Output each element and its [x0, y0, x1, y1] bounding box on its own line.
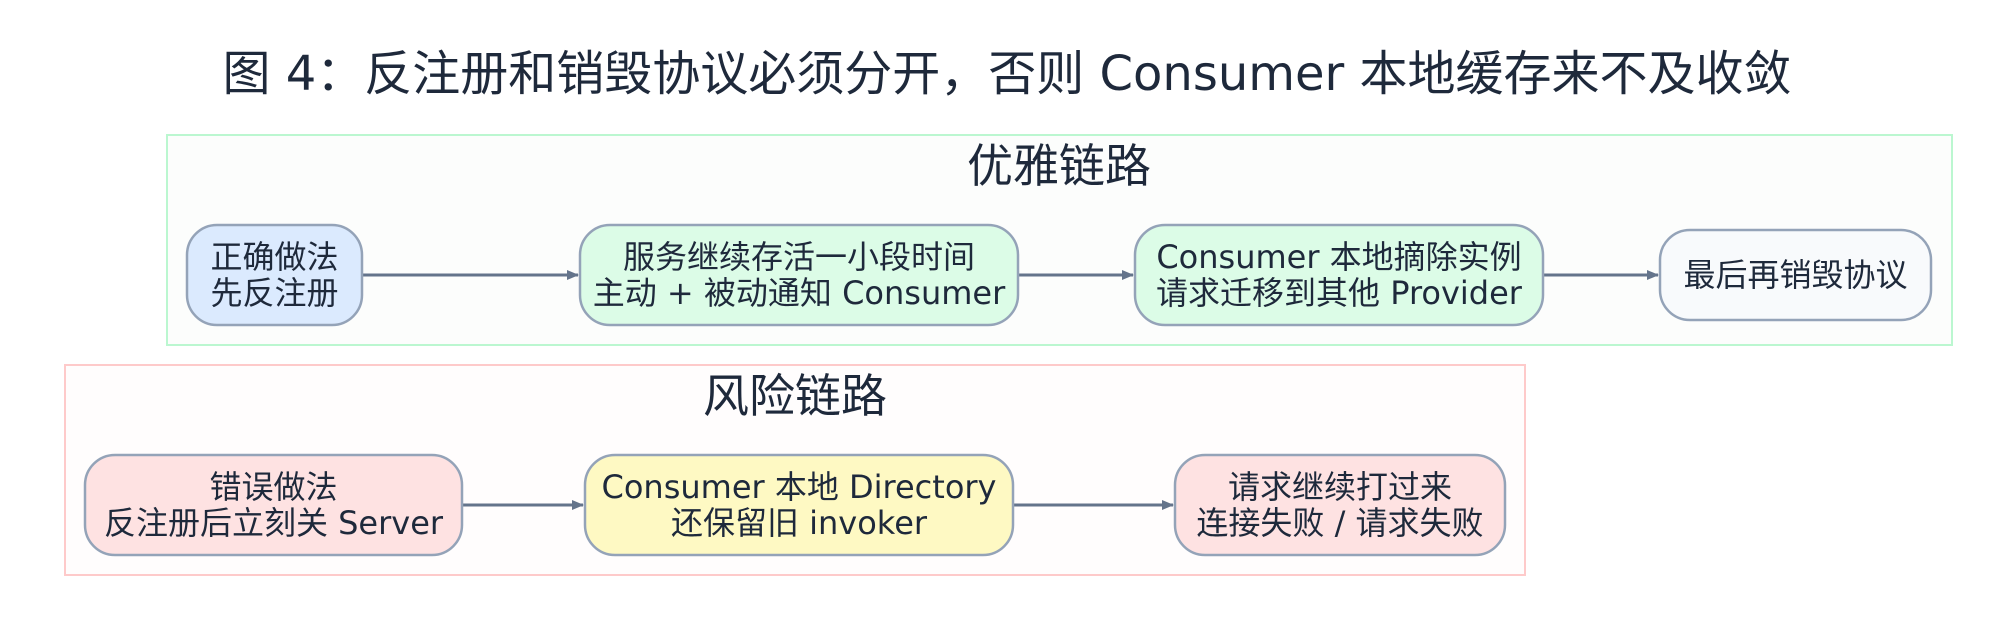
node-label-line: 请求继续打过来 — [1228, 468, 1452, 506]
node-label-line: 错误做法 — [209, 468, 337, 506]
node-box — [83, 453, 464, 557]
node-box — [1658, 228, 1933, 322]
node-box — [1133, 223, 1545, 327]
node-label-line: 还保留旧 invoker — [671, 504, 928, 542]
node-label-line: Consumer 本地摘除实例 — [1156, 238, 1521, 276]
node-label-line: 最后再销毁协议 — [1683, 256, 1907, 294]
node-box — [578, 223, 1020, 327]
cluster-title: 优雅链路 — [967, 139, 1151, 193]
diagram-title: 图 4：反注册和销毁协议必须分开，否则 Consumer 本地缓存来不及收敛 — [222, 46, 1791, 102]
cluster-border — [166, 134, 1953, 346]
node-label-line: 主动 + 被动通知 Consumer — [593, 274, 1006, 312]
flow-node: 最后再销毁协议 — [1658, 228, 1933, 322]
edge-layer — [362, 270, 1659, 510]
node-box — [185, 223, 364, 327]
node-box — [583, 453, 1015, 557]
node-label-line: 正确做法 — [210, 238, 338, 276]
cluster-title: 风险链路 — [703, 369, 887, 423]
node-label-line: 先反注册 — [210, 274, 338, 312]
node-label-line: 反注册后立刻关 Server — [104, 504, 444, 542]
node-label-line: 连接失败 / 请求失败 — [1196, 504, 1483, 542]
node-label-line: 服务继续存活一小段时间 — [623, 238, 975, 276]
cluster-graceful: 优雅链路 — [166, 134, 1953, 346]
node-label-line: Consumer 本地 Directory — [601, 468, 996, 506]
node-label-line: 请求迁移到其他 Provider — [1156, 274, 1523, 312]
node-box — [1173, 453, 1507, 557]
